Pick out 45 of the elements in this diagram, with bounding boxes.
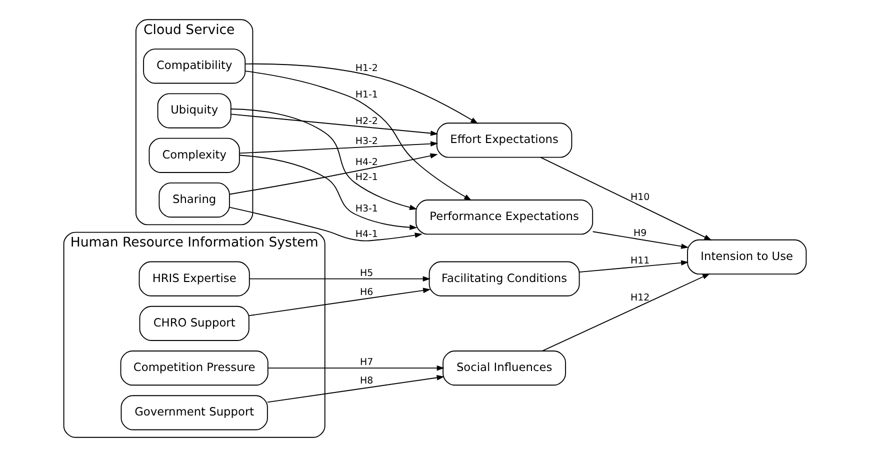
node-box: Complexity bbox=[148, 138, 240, 173]
node-box: Government Support bbox=[120, 395, 268, 430]
arrow bbox=[248, 288, 431, 316]
arrow bbox=[244, 70, 472, 201]
node-box: Effort Expectations bbox=[436, 122, 572, 158]
edge-label: H7 bbox=[360, 357, 374, 368]
edge-label: H3-2 bbox=[355, 136, 378, 148]
edge-label: H2-2 bbox=[355, 116, 378, 128]
arrow bbox=[592, 231, 689, 249]
edge-label: H4-2 bbox=[355, 156, 378, 168]
edge-label: H10 bbox=[630, 192, 650, 204]
arrow bbox=[230, 114, 438, 136]
arrow bbox=[267, 375, 444, 403]
node-box: Ubiquity bbox=[157, 93, 232, 128]
node-box: Performance Expectations bbox=[416, 200, 594, 235]
arrow bbox=[239, 141, 438, 154]
edge-label: H11 bbox=[630, 256, 650, 267]
arrow bbox=[249, 276, 430, 282]
edge-label: H3-1 bbox=[355, 203, 378, 214]
node-box: Competition Pressure bbox=[120, 350, 268, 386]
arrow bbox=[239, 154, 418, 230]
arrow bbox=[244, 63, 478, 124]
arrow bbox=[229, 153, 438, 195]
node-box: Facilitating Conditions bbox=[428, 261, 580, 296]
arrow bbox=[229, 206, 422, 242]
edge-label: H4-1 bbox=[355, 229, 378, 240]
arrow bbox=[542, 274, 710, 352]
edge-label: H5 bbox=[360, 268, 374, 279]
edge-label: H1-1 bbox=[355, 89, 378, 100]
node-box: Compatibility bbox=[143, 48, 246, 84]
node-box: Intension to Use bbox=[687, 239, 807, 275]
edge-label: H1-2 bbox=[355, 62, 378, 74]
edge-label: H2-1 bbox=[355, 172, 378, 184]
edge-label: H6 bbox=[360, 286, 374, 298]
edge-label: H12 bbox=[630, 292, 650, 304]
edge-label: H8 bbox=[360, 375, 374, 386]
node-box: Social Influences bbox=[442, 350, 566, 386]
node-box: Sharing bbox=[158, 182, 230, 218]
arrow bbox=[540, 156, 712, 240]
arrow bbox=[578, 260, 689, 273]
edge-label: H9 bbox=[633, 228, 647, 240]
arrow bbox=[268, 365, 444, 371]
node-box: HRIS Expertise bbox=[138, 261, 250, 296]
arrow bbox=[230, 108, 418, 210]
node-box: CHRO Support bbox=[139, 306, 250, 341]
